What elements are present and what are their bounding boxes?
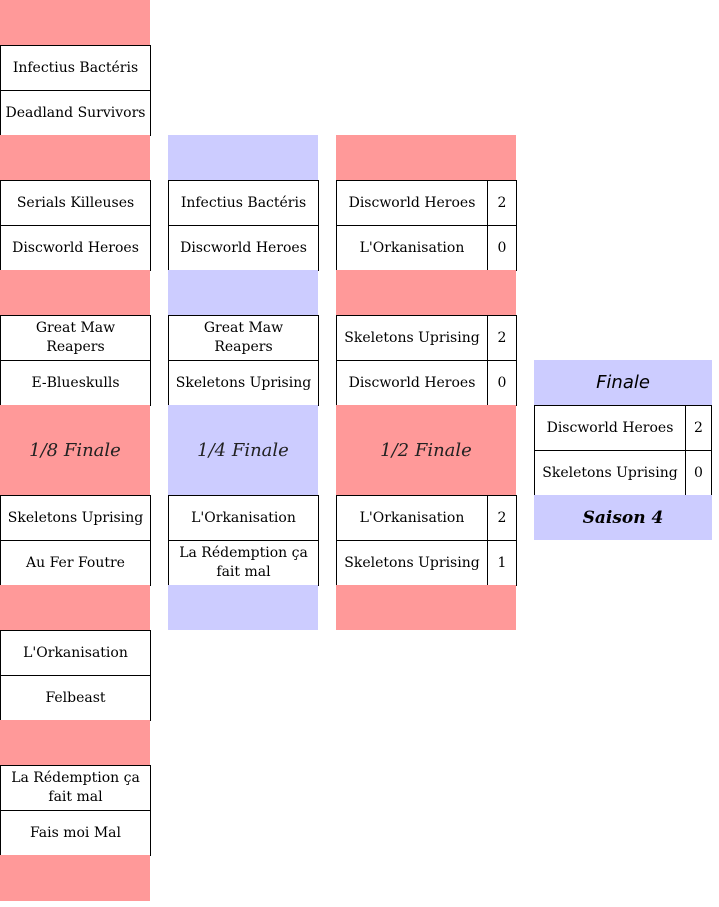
- semi-band: [336, 135, 516, 180]
- round16-team: Serials Killeuses: [0, 180, 151, 226]
- final-team: Discworld Heroes: [534, 405, 686, 451]
- final-team: Skeletons Uprising: [534, 450, 686, 496]
- round16-team: Discworld Heroes: [0, 225, 151, 271]
- quarter-team: Infectius Bactéris: [168, 180, 319, 226]
- semi-score: 2: [487, 495, 517, 541]
- round16-band: [0, 855, 150, 901]
- semi-score: 1: [487, 540, 517, 586]
- quarter-band: [168, 270, 318, 315]
- round16-team: Fais moi Mal: [0, 810, 151, 856]
- semi-score: 0: [487, 360, 517, 406]
- semi-team: Skeletons Uprising: [336, 540, 488, 586]
- semi-team: L'Orkanisation: [336, 225, 488, 271]
- season-label: Saison 4: [534, 495, 712, 540]
- semi-band: [336, 270, 516, 315]
- quarter-band: [168, 585, 318, 630]
- quarter-team: La Rédemption ça fait mal: [168, 540, 319, 586]
- quarter-team: L'Orkanisation: [168, 495, 319, 541]
- round16-label: 1/8 Finale: [0, 405, 150, 495]
- semi-team: Discworld Heroes: [336, 180, 488, 226]
- quarter-team: Skeletons Uprising: [168, 360, 319, 406]
- semi-band: [336, 585, 516, 630]
- semi-score: 2: [487, 315, 517, 361]
- semi-score: 0: [487, 225, 517, 271]
- quarter-band: [168, 135, 318, 180]
- semi-score: 2: [487, 180, 517, 226]
- round16-band: [0, 270, 150, 315]
- round16-team: Skeletons Uprising: [0, 495, 151, 541]
- semi-label: 1/2 Finale: [336, 405, 516, 495]
- quarter-label: 1/4 Finale: [168, 405, 318, 495]
- final-score: 0: [685, 450, 712, 496]
- round16-team: Infectius Bactéris: [0, 45, 151, 91]
- round16-team: Au Fer Foutre: [0, 540, 151, 586]
- round16-team: La Rédemption ça fait mal: [0, 765, 151, 811]
- final-label: Finale: [534, 360, 712, 405]
- round16-team: Great Maw Reapers: [0, 315, 151, 361]
- round16-team: Deadland Survivors: [0, 90, 151, 136]
- round16-team: L'Orkanisation: [0, 630, 151, 676]
- round16-band: [0, 0, 150, 45]
- final-score: 2: [685, 405, 712, 451]
- round16-team: Felbeast: [0, 675, 151, 721]
- round16-band: [0, 135, 150, 180]
- semi-team: Discworld Heroes: [336, 360, 488, 406]
- round16-band: [0, 585, 150, 630]
- round16-band: [0, 720, 150, 765]
- semi-team: Skeletons Uprising: [336, 315, 488, 361]
- quarter-team: Great Maw Reapers: [168, 315, 319, 361]
- quarter-team: Discworld Heroes: [168, 225, 319, 271]
- semi-team: L'Orkanisation: [336, 495, 488, 541]
- round16-team: E-Blueskulls: [0, 360, 151, 406]
